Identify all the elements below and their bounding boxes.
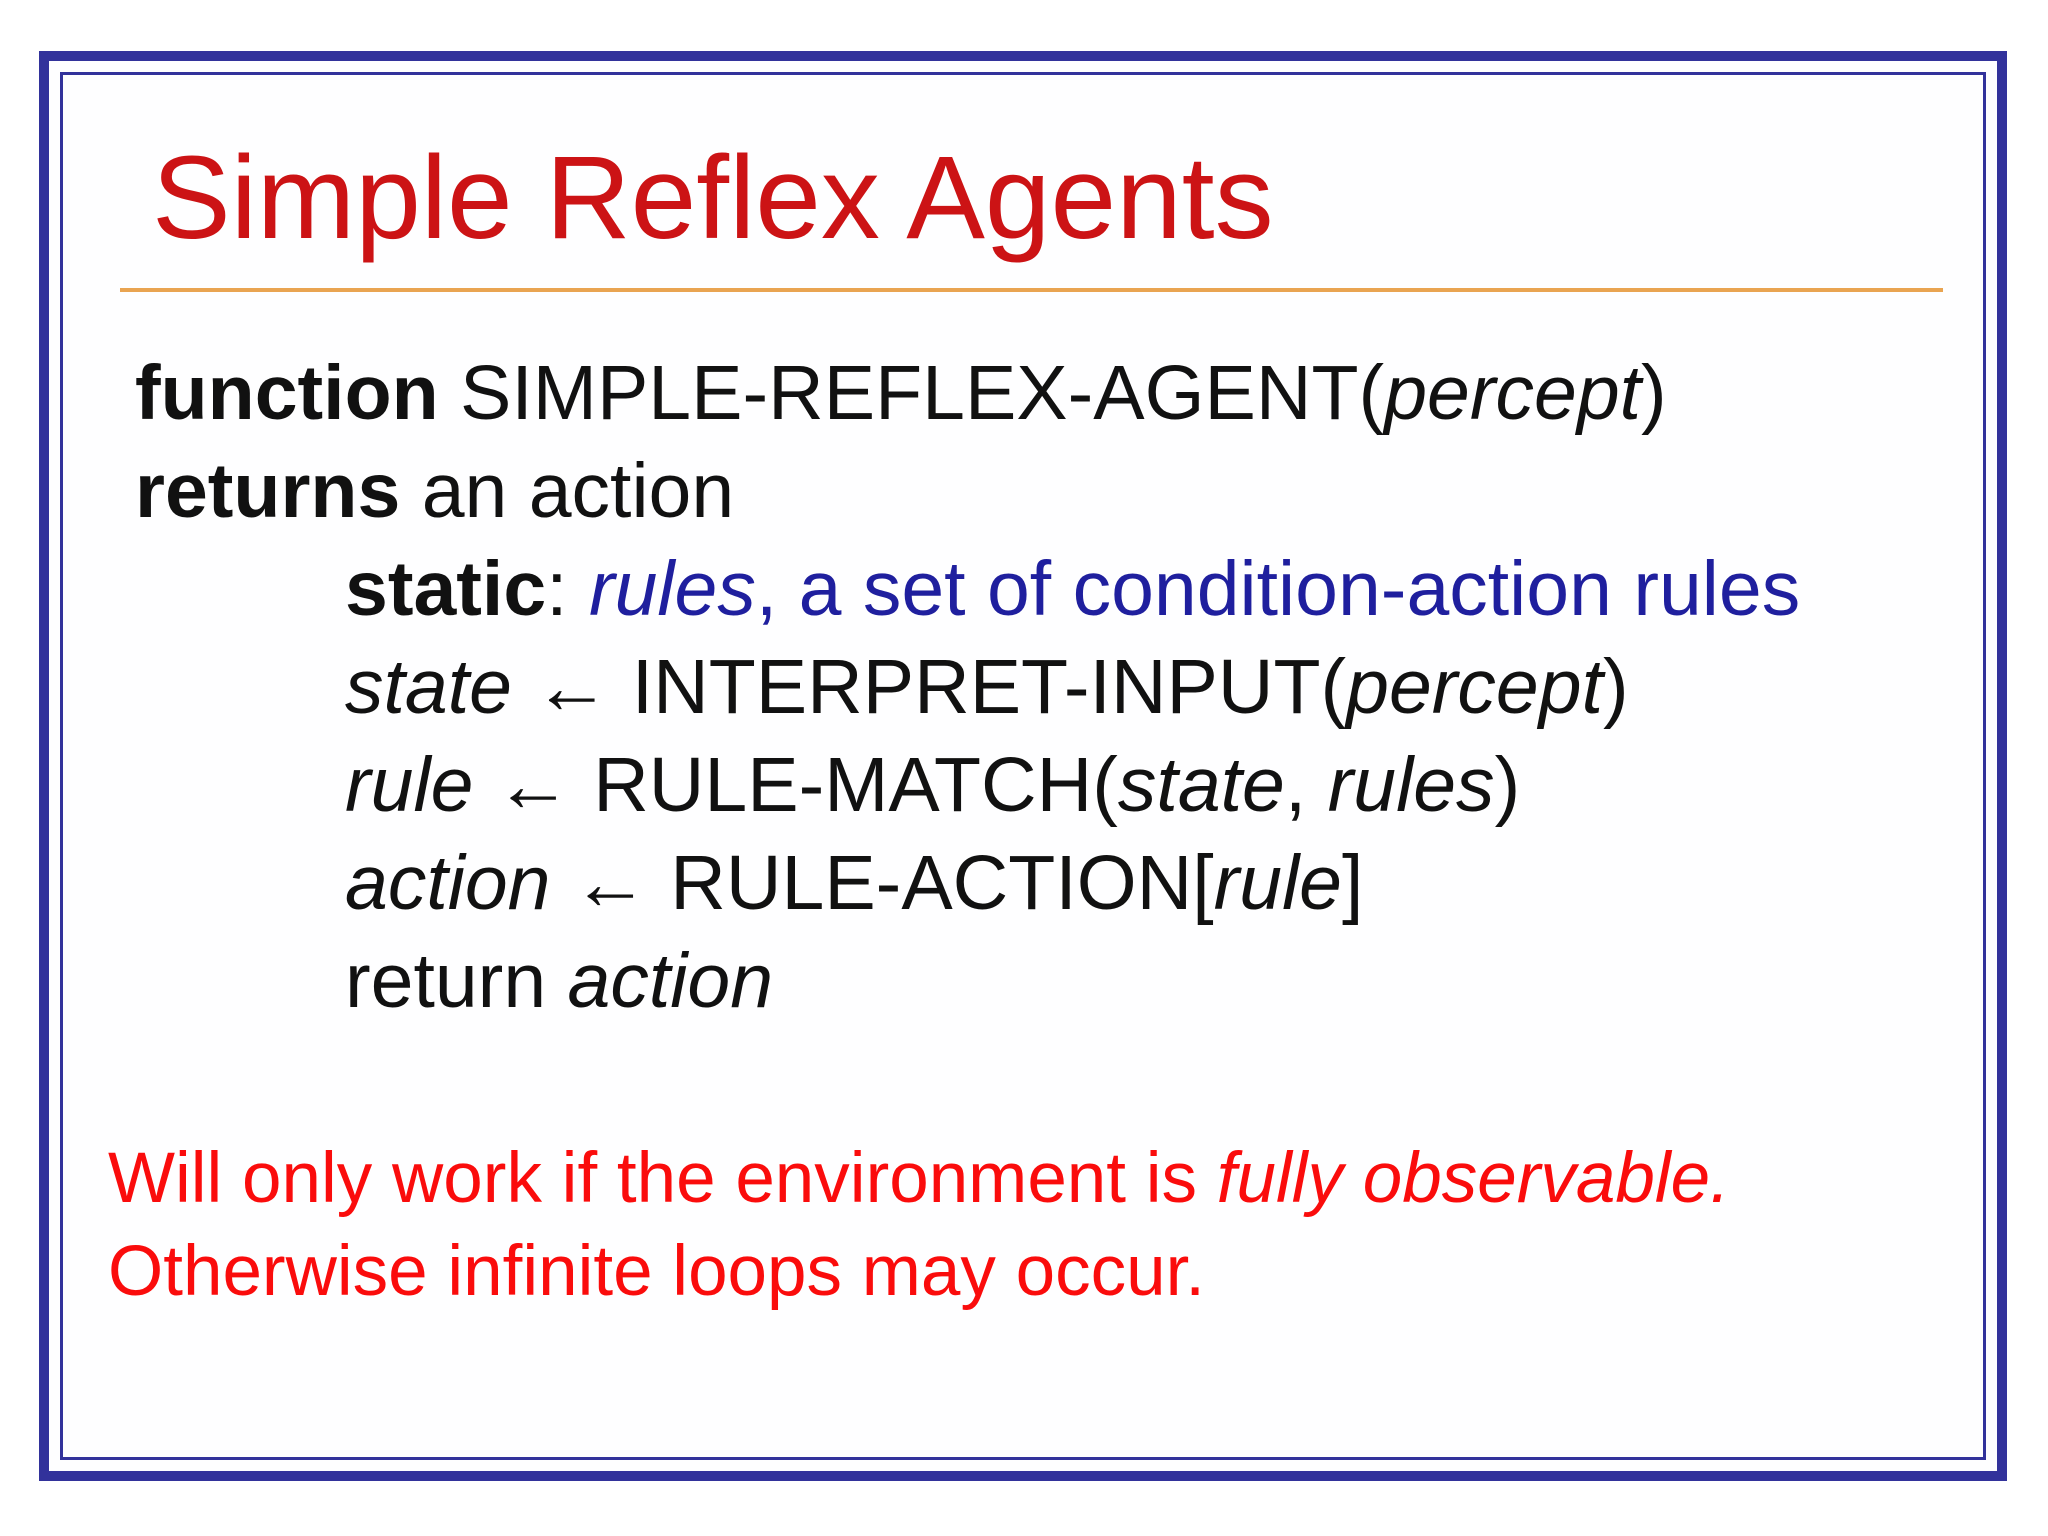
arg-separator: , <box>1284 742 1328 828</box>
return-var-action: action <box>567 938 774 1024</box>
call-interpret-input: INTERPRET-INPUT( <box>631 644 1347 730</box>
code-line-action: action ← RULE-ACTION[rule] <box>135 834 1800 932</box>
close-paren: ) <box>1494 742 1521 828</box>
slide-title: Simple Reflex Agents <box>152 132 1274 264</box>
keyword-static: static <box>345 546 547 632</box>
arg-rule: rule <box>1213 840 1343 926</box>
close-bracket: ] <box>1342 840 1364 926</box>
note-line-2: Otherwise infinite loops may occur. <box>108 1225 1730 1318</box>
note-line1-text: Will only work if the environment is <box>108 1139 1217 1218</box>
call-rule-match: RULE-MATCH( <box>593 742 1118 828</box>
code-line-static: static: rules, a set of condition-action… <box>135 540 1800 638</box>
pseudocode-block: function SIMPLE-REFLEX-AGENT(percept) re… <box>135 344 1800 1030</box>
keyword-return: return <box>345 938 568 1024</box>
code-line-returns: returns an action <box>135 442 1800 540</box>
assign-arrow: ← <box>533 644 632 730</box>
function-close-paren: ) <box>1641 350 1667 436</box>
slide-frame-outer: Simple Reflex Agents function SIMPLE-REF… <box>39 51 2007 1481</box>
call-rule-action: RULE-ACTION[ <box>670 840 1214 926</box>
code-line-function: function SIMPLE-REFLEX-AGENT(percept) <box>135 344 1800 442</box>
slide-frame-inner <box>60 72 1986 1460</box>
var-state: state <box>345 644 534 730</box>
note-line-1: Will only work if the environment is ful… <box>108 1132 1730 1225</box>
var-action: action <box>345 840 572 926</box>
keyword-function: function <box>135 350 461 436</box>
warning-note: Will only work if the environment is ful… <box>108 1132 1730 1318</box>
var-rule: rule <box>345 742 495 828</box>
static-colon: : <box>546 546 589 632</box>
note-line1-emphasis: fully observable. <box>1216 1139 1730 1218</box>
var-rules: rules <box>588 546 756 632</box>
close-paren: ) <box>1602 644 1629 730</box>
arg-state: state <box>1117 742 1285 828</box>
returns-value: an action <box>421 448 735 534</box>
code-line-rule: rule ← RULE-MATCH(state, rules) <box>135 736 1800 834</box>
code-line-return: return action <box>135 932 1800 1030</box>
static-description: , a set of condition-action rules <box>755 546 1801 632</box>
keyword-returns: returns <box>135 448 422 534</box>
arg-rules: rules <box>1327 742 1495 828</box>
code-line-state: state ← INTERPRET-INPUT(percept) <box>135 638 1800 736</box>
assign-arrow: ← <box>494 742 594 828</box>
param-percept: percept <box>1384 350 1642 436</box>
note-line2-text: Otherwise infinite loops may occur. <box>108 1232 1206 1311</box>
assign-arrow: ← <box>571 840 671 926</box>
arg-percept: percept <box>1346 644 1603 730</box>
function-name: SIMPLE-REFLEX-AGENT( <box>460 350 1385 436</box>
title-underline <box>120 288 1943 292</box>
